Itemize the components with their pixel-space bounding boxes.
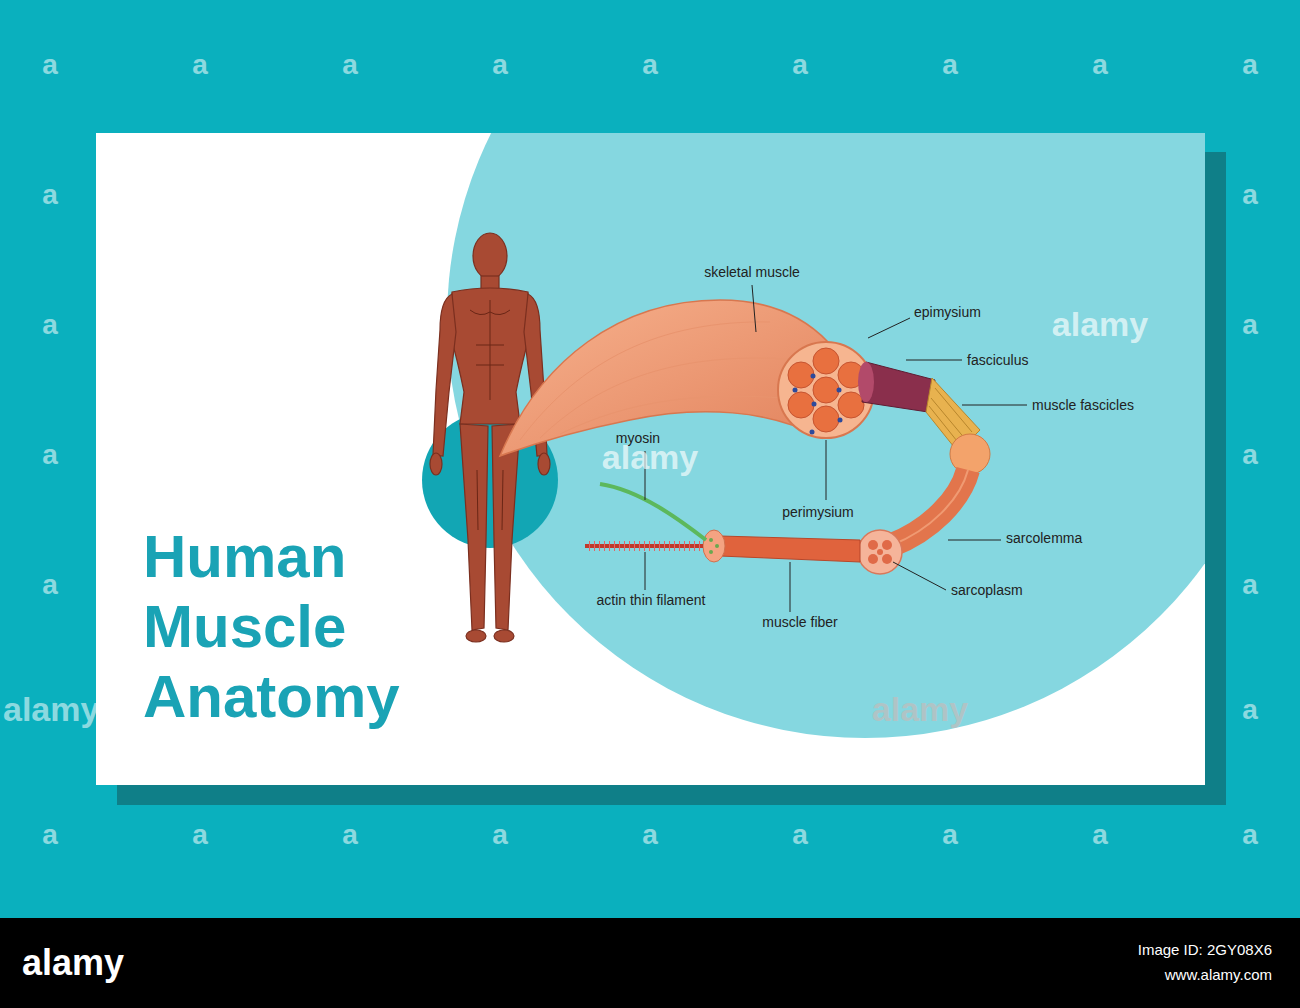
watermark: a [342,49,358,81]
part-label: epimysium [914,304,981,320]
title: Human Muscle Anatomy [143,522,433,732]
watermark: a [1242,309,1258,341]
part-label: perimysium [782,504,854,520]
watermark: a [192,49,208,81]
fiber-end [703,530,725,562]
part-label: actin thin filament [597,592,706,608]
part-label: sarcolemma [1006,530,1082,546]
leader-lines [645,285,1027,612]
watermark: a [492,819,508,851]
watermark: a [1242,694,1258,726]
watermark: a [42,819,58,851]
figure-muscle-lines [470,300,510,530]
vessel-dots [793,374,843,435]
fascicle-sections [788,348,864,432]
watermark: a [1242,49,1258,81]
bundle-end [950,434,990,474]
myosin-filament [600,484,706,540]
watermark: a [42,309,58,341]
watermark: a [42,49,58,81]
watermark: alamy [602,438,698,477]
watermark: a [942,49,958,81]
watermark: alamy [872,690,968,729]
watermark: a [1092,819,1108,851]
part-label: muscle fascicles [1032,397,1134,413]
watermark: a [1092,49,1108,81]
fiber-cross-section [858,530,902,574]
part-label: skeletal muscle [704,264,800,280]
fiber-curve-line [892,470,968,545]
watermark: a [42,439,58,471]
watermark: a [342,819,358,851]
bottom-bar [0,918,1300,1008]
watermark: a [792,49,808,81]
part-label: muscle fiber [762,614,837,630]
watermark: a [42,569,58,601]
muscle-striations [520,322,810,440]
filament-dots [709,538,719,554]
site-url: www.alamy.com [1165,966,1272,983]
part-label: fasciculus [967,352,1028,368]
muscle-cross-section [778,342,874,438]
muscle-fiber [720,536,860,562]
watermark: alamy [1052,305,1148,344]
watermark: a [42,179,58,211]
part-label: sarcoplasm [951,582,1023,598]
image-id: Image ID: 2GY08X6 [1138,941,1272,958]
logo: alamy [22,942,124,983]
watermark: a [1242,179,1258,211]
watermark: a [942,819,958,851]
fasciculus-end [858,362,874,402]
watermark: a [492,49,508,81]
watermark: a [1242,819,1258,851]
background-circle [447,133,1205,738]
fiber-curve [892,470,968,545]
watermark: a [642,819,658,851]
actin-filament [585,544,703,548]
watermark: a [192,819,208,851]
actin-ticks [585,541,700,551]
watermark: alamy [3,690,99,729]
watermark: a [1242,569,1258,601]
watermark: a [642,49,658,81]
myofibril-dots [868,540,892,564]
big-circle [447,133,1205,738]
watermark: a [1242,439,1258,471]
watermark: a [792,819,808,851]
